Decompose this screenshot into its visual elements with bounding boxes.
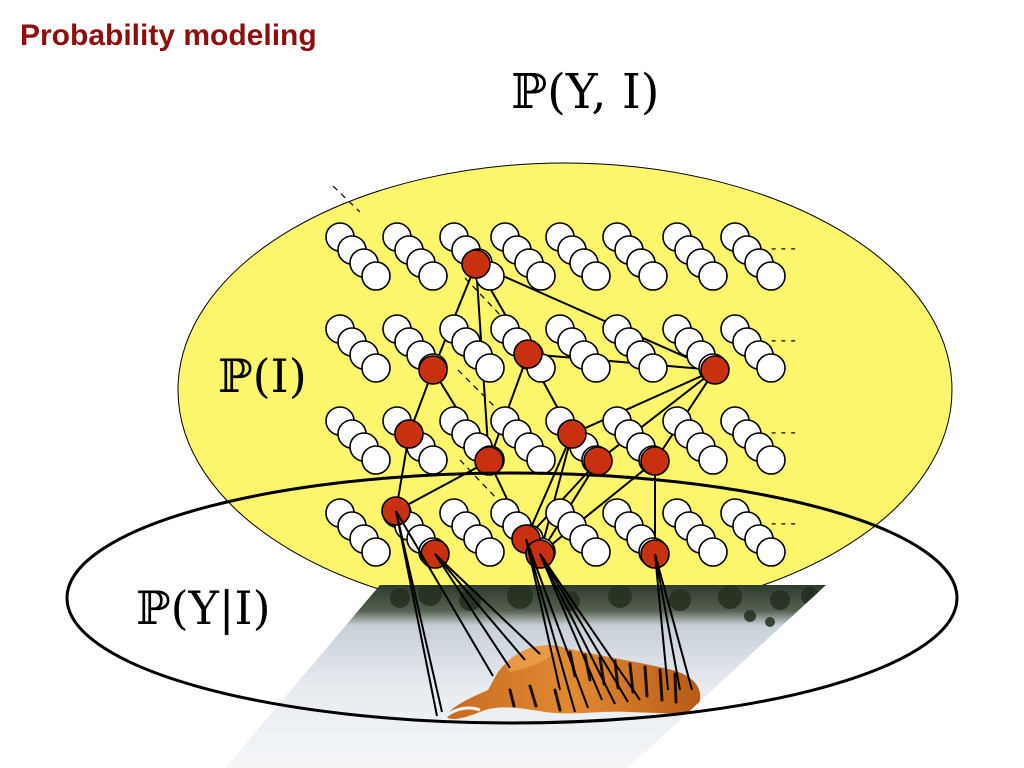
feature-node: [581, 537, 611, 567]
feature-node: [698, 445, 728, 475]
pixel-link: [525, 538, 576, 713]
ellipsis-layer-2: - - -: [771, 332, 796, 349]
joint-probability-label: ℙ(Y, I): [511, 64, 660, 120]
conditional-distribution-region: [65, 471, 959, 725]
ellipsis-layer-1: - - -: [771, 240, 796, 257]
pixel-link: [654, 553, 681, 691]
pixel-link: [434, 553, 541, 655]
feature-node: [756, 353, 786, 383]
feature-node: [475, 353, 505, 383]
active-node-G: [557, 419, 587, 449]
ellipsis-layer-4: - - -: [771, 515, 796, 532]
edge-G-M: [539, 433, 573, 555]
ellipsis-layer-3: - - -: [771, 424, 796, 441]
active-node-B: [418, 355, 448, 385]
active-node-F: [474, 446, 504, 476]
edge-F-J: [395, 460, 490, 512]
tiger-photo: [225, 585, 826, 768]
feature-node: [361, 445, 391, 475]
feature-node: [418, 261, 448, 291]
feature-node: [756, 445, 786, 475]
feature-node: [698, 537, 728, 567]
feature-node: [638, 261, 668, 291]
pixel-link: [395, 510, 443, 713]
edge-A-D: [475, 263, 716, 371]
pixel-link: [434, 553, 511, 669]
pixel-link: [539, 553, 629, 703]
tiger-shape: [445, 645, 701, 719]
feature-node: [418, 445, 448, 475]
pixel-link: [539, 553, 616, 705]
active-node-D: [700, 355, 730, 385]
feature-node: [638, 353, 668, 383]
feature-node: [756, 261, 786, 291]
pixel-link: [434, 553, 526, 661]
active-node-H: [583, 446, 613, 476]
feature-node: [361, 537, 391, 567]
pixel-link: [395, 510, 494, 677]
pixel-link: [539, 553, 603, 701]
edge-D-G: [571, 369, 716, 435]
edge-C-D: [527, 353, 716, 371]
feature-node: [475, 537, 505, 567]
pixel-link: [654, 553, 693, 691]
edge-G-L: [525, 433, 573, 540]
feature-node: [581, 353, 611, 383]
pixel-link: [525, 538, 589, 709]
edge-D-H: [597, 369, 716, 462]
active-node-I: [640, 446, 670, 476]
active-node-E: [394, 419, 424, 449]
feature-node: [581, 261, 611, 291]
feature-node: [526, 445, 556, 475]
active-node-A: [461, 249, 491, 279]
feature-node: [756, 537, 786, 567]
pixel-link: [525, 538, 561, 691]
feature-node: [526, 261, 556, 291]
conditional-probability-label: ℙ(Y|I): [136, 581, 271, 635]
feature-node: [361, 261, 391, 291]
pixel-link: [654, 553, 669, 691]
feature-node: [698, 261, 728, 291]
slide-title: Probability modeling: [20, 19, 317, 52]
active-node-C: [513, 339, 543, 369]
pixel-link: [539, 553, 641, 701]
feature-node: [361, 353, 391, 383]
prior-probability-label: ℙ(I): [218, 349, 307, 403]
